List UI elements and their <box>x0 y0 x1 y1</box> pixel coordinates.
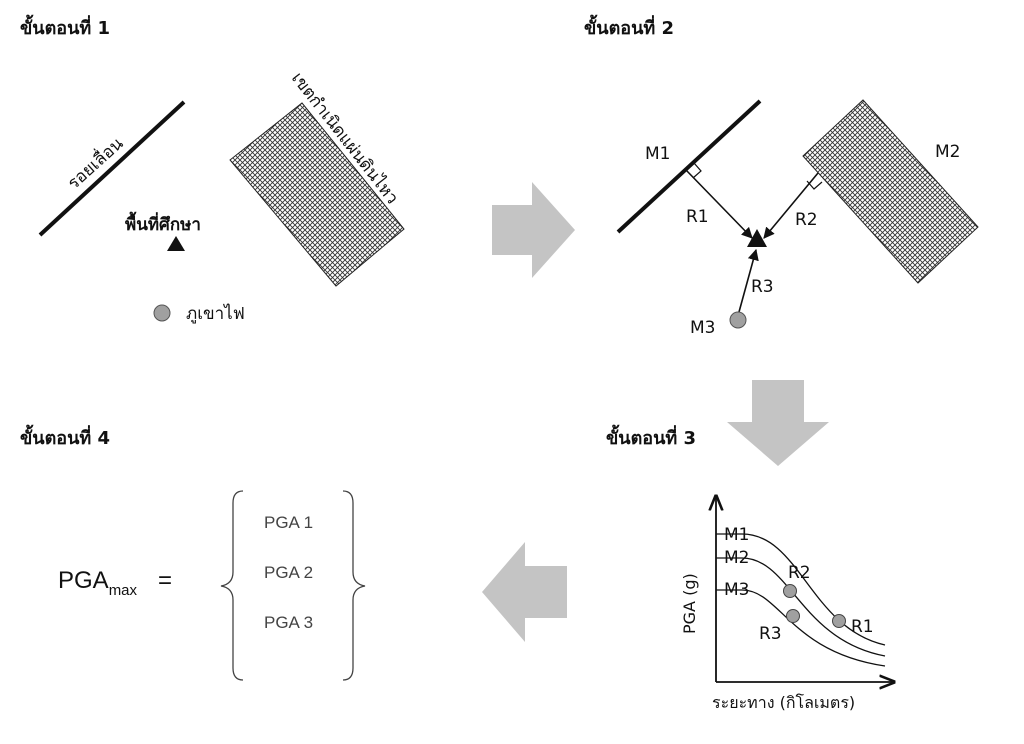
curve-label-m2: M2 <box>724 548 749 568</box>
pga-item-1: PGA 1 <box>264 513 313 532</box>
pga-max-lhs: PGAmax <box>58 567 138 599</box>
arrow-left-icon <box>482 542 567 642</box>
study-site-triangle-icon <box>167 236 185 251</box>
r1-right-angle-mark <box>692 162 702 179</box>
r2-label: R2 <box>795 210 818 230</box>
volcano-label: ภูเขาไฟ <box>186 303 245 324</box>
point-label-r2: R2 <box>788 563 811 583</box>
source-zone-m2 <box>802 99 979 284</box>
left-brace <box>220 490 244 681</box>
r3-arrow <box>738 248 759 313</box>
r1-arrow <box>685 169 753 239</box>
curve-label-m3: M3 <box>724 580 749 600</box>
arrow-down-icon <box>727 380 829 466</box>
step4-title: ขั้นตอนที่ 4 <box>20 424 110 449</box>
volcano-m3-icon <box>729 311 747 329</box>
step3-title: ขั้นตอนที่ 3 <box>606 424 696 449</box>
point-r3 <box>786 609 800 623</box>
step2-title: ขั้นตอนที่ 2 <box>584 14 674 39</box>
equals-sign: = <box>158 567 172 594</box>
seismic-source-zone <box>229 102 405 287</box>
study-site-label: พื้นที่ศึกษา <box>125 211 201 235</box>
point-label-r3: R3 <box>759 624 782 644</box>
step4-panel: PGAmax = PGA 1 PGA 2 PGA 3 <box>58 490 366 681</box>
attenuation-curve-m1 <box>716 533 886 646</box>
step3-panel: PGA (g) ระยะทาง (กิโลเมตร) M1 M2 M3 R1 R… <box>680 496 894 712</box>
m2-label: M2 <box>935 142 960 162</box>
fault-line <box>38 100 186 237</box>
pga-item-3: PGA 3 <box>264 613 313 632</box>
volcano-legend-icon <box>153 304 171 322</box>
fault-line-m1 <box>616 99 762 234</box>
step1-title: ขั้นตอนที่ 1 <box>20 14 110 39</box>
step1-panel: รอยเลื่อน เขตกำเนิดแผ่นดินไหว พื้นที่ศึก… <box>38 68 405 324</box>
attenuation-curve-m2 <box>716 557 886 657</box>
pga-item-2: PGA 2 <box>264 563 313 582</box>
study-site-triangle-icon <box>747 229 767 247</box>
point-r1 <box>832 614 846 628</box>
y-axis-label: PGA (g) <box>680 573 699 634</box>
curve-label-m1: M1 <box>724 525 749 545</box>
right-brace <box>342 490 366 681</box>
r2-right-angle-mark <box>806 180 823 190</box>
r3-label: R3 <box>751 277 774 297</box>
r1-label: R1 <box>686 207 709 227</box>
point-r2 <box>783 584 797 598</box>
x-axis-label: ระยะทาง (กิโลเมตร) <box>712 693 855 712</box>
arrow-right-icon <box>492 182 575 278</box>
step2-panel: M1 M2 R1 R2 R3 M3 <box>616 99 979 338</box>
m1-label: M1 <box>645 144 670 164</box>
point-label-r1: R1 <box>851 617 874 637</box>
m3-label: M3 <box>690 318 715 338</box>
